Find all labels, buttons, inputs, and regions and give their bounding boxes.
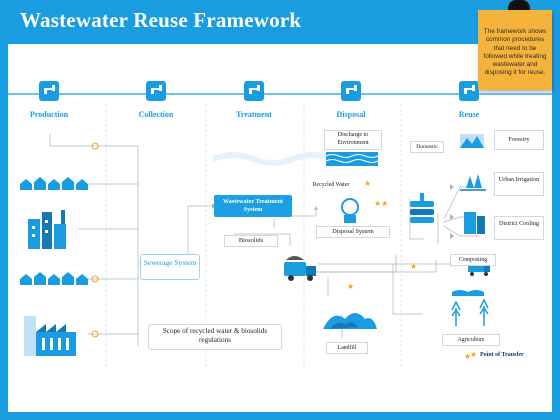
composting-box: Composting [450,254,496,266]
star-icon: ★ [464,352,471,361]
forestry-icon [460,134,484,148]
column-title-collection: Collection [139,110,174,119]
sticky-note: The framework shows common procedures th… [478,10,552,90]
column-title-production: Production [30,110,69,119]
tap-icon [459,81,479,101]
column-title-disposal: Disposal [337,110,367,119]
scope-label: Scope of recycled water & biosolids regu… [162,327,268,344]
sewerage-system-box: Sewerage System [140,254,200,280]
tap-icon [341,81,361,101]
biosolids-label: Biosolids [238,237,264,244]
treatment-system-label: Wastewater Treatment System [222,198,284,213]
disposal-system-label: Disposal System [332,228,374,235]
legend-label: Point of Transfer [480,352,524,358]
storage-tank-icon [341,198,359,223]
crops-icon [451,290,489,326]
transfer-stars: ★ ★★ ★ ★ ★ [347,179,471,361]
landfill-icon [323,313,377,329]
irrigation-icon [460,174,486,191]
urban-irrigation-box: Urban Irrigation [494,172,544,196]
composting-label: Composting [458,257,488,263]
page-title: Wastewater Reuse Framework [20,8,302,32]
agriculture-label: Agriculture [457,337,485,343]
wave-decoration [211,152,335,166]
note-text: The framework shows common procedures th… [483,28,547,77]
landfill-box: Landfill [326,342,368,354]
district-cooling-box: District Cooling [494,216,544,240]
industrial-plant-icon [24,316,76,356]
scope-box: Scope of recycled water & biosolids regu… [148,324,282,350]
sewerage-system-label: Sewerage System [143,258,197,267]
discharge-box: Discharge to Environment [324,130,382,150]
biosolids-box: Biosolids [224,235,278,247]
forestry-box: Forestry [494,130,544,150]
tap-icon [39,81,59,101]
star-icon: ★★ [374,199,388,208]
factory-icon [28,210,66,249]
compost-truck-icon [468,262,490,276]
transfer-points [91,142,99,338]
tap-icon [146,81,166,101]
district-cooling-label: District Cooling [498,220,540,227]
forestry-label: Forestry [508,136,530,143]
star-icon: ★ [470,350,478,359]
recycled-water-tag: Recycled Water [308,180,354,190]
domestic-label: Domestic [416,144,438,150]
column-title-treatment: Treatment [236,110,272,119]
star-icon: ★ [347,282,354,291]
domestic-box: Domestic [410,141,444,153]
discharge-water-icon [325,152,379,166]
column-icons [39,81,479,101]
urban-irrigation-label: Urban Irrigation [498,176,540,183]
cooling-tower-icon [464,212,485,234]
agriculture-box: Agriculture [442,334,500,346]
recycled-water-label: Recycled Water [312,182,350,188]
discharge-label: Discharge to Environment [337,132,369,146]
houses-icon [20,272,88,285]
star-icon: ★ [410,262,417,271]
tap-icon [244,81,264,101]
treatment-system-box: Wastewater Treatment System [214,195,292,217]
column-title-reuse: Reuse [459,110,480,119]
disposal-system-box: Disposal System [316,226,390,238]
diagram-panel: Production Collection Treatment Disposal… [8,44,552,412]
framework-diagram: Production Collection Treatment Disposal… [8,81,552,369]
legend: ★ Point of Transfer [470,350,544,360]
star-icon: ★ [364,179,371,188]
houses-icon [20,177,88,190]
storage-tanks-icon [410,193,434,223]
truck-icon [284,256,316,281]
landfill-label: Landfill [337,345,357,351]
